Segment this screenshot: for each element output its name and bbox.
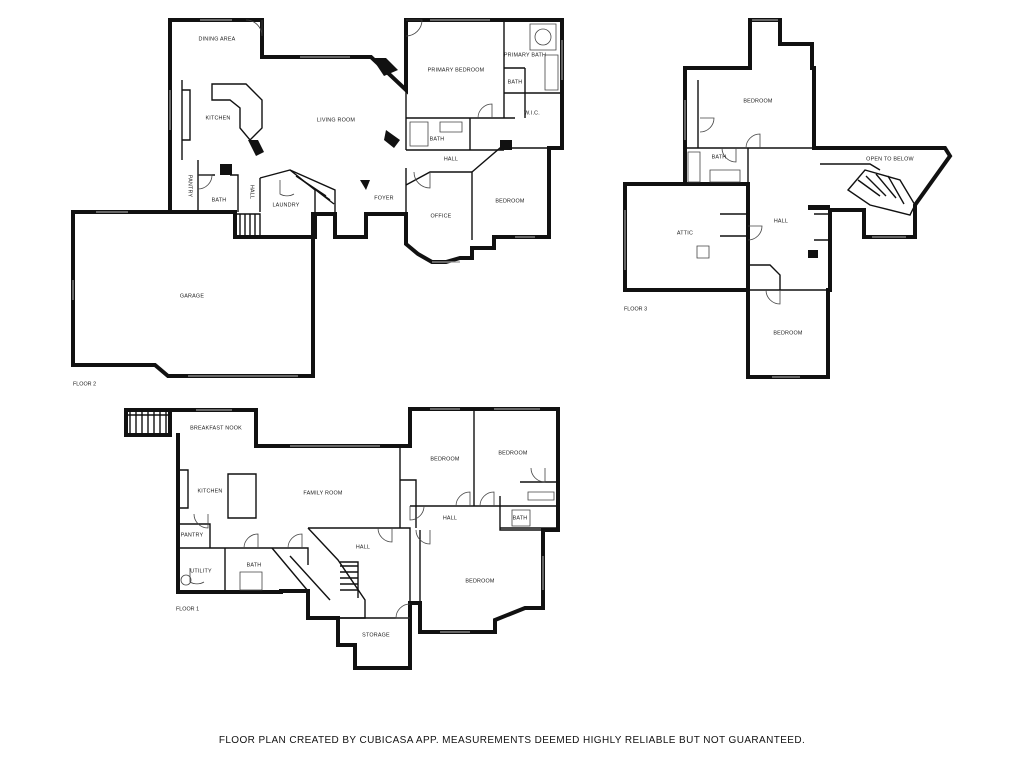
room-label: BEDROOM [430,456,460,462]
room-label: DINING AREA [199,36,236,42]
room-label: FOYER [374,195,394,201]
room-label: KITCHEN [205,115,230,121]
room-label: BATH [513,515,528,521]
room-label: KITCHEN [197,488,222,494]
room-label: STORAGE [362,632,390,638]
room-label: LAUNDRY [272,202,299,208]
room-label: HALL [443,515,457,521]
room-label: BREAKFAST NOOK [190,425,242,431]
room-label: BEDROOM [465,578,495,584]
floor-label: FLOOR 3 [624,306,647,312]
room-label: ATTIC [677,230,693,236]
room-label: PANTRY [187,175,193,198]
room-label: PRIMARY BATH [504,52,546,58]
room-label: OPEN TO BELOW [866,156,914,162]
room-label: BATH [212,197,227,203]
room-label: BEDROOM [495,198,525,204]
floor-3-plan [623,18,953,379]
room-label: BATH [712,154,727,160]
floor-1-plan [124,407,560,670]
room-label: OFFICE [431,213,452,219]
room-label: LIVING ROOM [317,117,355,123]
room-label: BATH [430,136,445,142]
room-label: HALL [774,218,788,224]
room-label: PRIMARY BEDROOM [428,67,485,73]
disclaimer-footer: FLOOR PLAN CREATED BY CUBICASA APP. MEAS… [218,735,806,746]
floor-2-plan [71,18,564,378]
floor-2-labels: DINING AREA KITCHEN PANTRY BATH HALL LAU… [73,36,546,387]
room-label: W.I.C. [524,110,540,116]
room-label: PANTRY [181,532,204,538]
room-label: BEDROOM [743,98,773,104]
room-label: BATH [247,562,262,568]
room-label: BATH [508,79,523,85]
floor-3-labels: BEDROOM BATH OPEN TO BELOW ATTIC HALL BE… [624,98,914,336]
room-label: BEDROOM [498,450,528,456]
room-label: HALL [444,156,458,162]
room-label: BEDROOM [773,330,803,336]
room-label: UTILITY [190,568,212,574]
floor-label: FLOOR 1 [176,606,199,612]
room-label: FAMILY ROOM [303,490,342,496]
room-label: HALL [249,185,255,199]
room-label: GARAGE [180,293,204,299]
room-label: HALL [356,544,370,550]
floor-label: FLOOR 2 [73,381,96,387]
floor-1-labels: BREAKFAST NOOK KITCHEN FAMILY ROOM BEDRO… [176,425,528,638]
